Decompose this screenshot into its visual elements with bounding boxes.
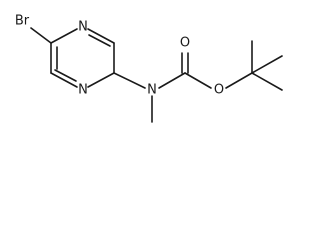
atom-nitrogen-ring-top: N (78, 20, 88, 35)
bond-n4-c3 (87, 28, 115, 44)
atom-bromine: Br (15, 14, 30, 29)
atom-oxygen-carbonyl: O (180, 36, 190, 51)
bond-n1-c6-inner (54, 69, 77, 82)
chemical-structure-diagram: Br N N N O O (15, 14, 283, 123)
bond-namine-carbonylc (158, 72, 186, 89)
bond-oester-cquat (225, 72, 253, 89)
bond-cquat-methyl-down (251, 72, 283, 91)
atom-nitrogen-ring-bottom: N (78, 83, 88, 98)
bond-c5-n4 (50, 28, 78, 44)
atom-nitrogen-amine: N (147, 83, 157, 98)
atom-oxygen-ester: O (214, 83, 224, 98)
bond-c2-namine (113, 72, 146, 89)
bond-cquat-methyl-right (251, 55, 283, 74)
bond-c2-n1 (87, 72, 115, 88)
bond-n4-c3-inner (88, 34, 111, 47)
bond-c5-br (30, 27, 52, 44)
bond-carbonylc-oester (184, 72, 212, 89)
bond-n1-c6 (50, 72, 78, 88)
